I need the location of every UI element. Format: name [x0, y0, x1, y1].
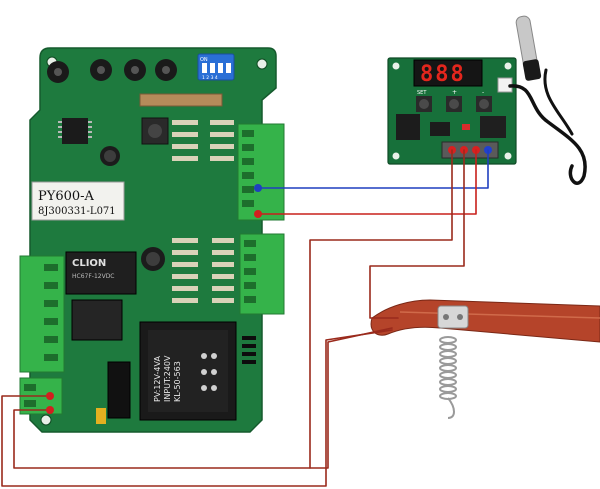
thermostat-relay-2 [480, 116, 506, 138]
heater-element [370, 299, 600, 419]
thermostat-relay [396, 114, 420, 140]
thermostat-led [462, 124, 470, 130]
thermostat-module: 888 SET + - [387, 57, 517, 165]
chip-pins [58, 121, 92, 138]
mounting-hole [40, 414, 52, 426]
heater-strip-edge [399, 311, 600, 319]
yellow-capacitor [96, 408, 106, 424]
fuse [107, 361, 131, 419]
dip-switch-label: ON [200, 57, 208, 63]
thermostat-terminal-block [441, 141, 499, 159]
terminal-marker-power-1 [46, 392, 54, 400]
terminal-marker-power-2 [46, 406, 54, 414]
terminal-block-left [19, 255, 65, 373]
probe-cable-2 [543, 68, 574, 136]
relay-code: HC67F-12VDC [72, 273, 115, 280]
mounting-hole [256, 58, 268, 70]
wire-power-return [13, 409, 311, 469]
resistor-strip [139, 93, 223, 107]
dip-switch-numbers: 1 2 3 4 [202, 75, 218, 81]
wires [1, 149, 489, 487]
heater-bracket [437, 305, 469, 329]
relay-small [71, 299, 123, 341]
thermostat-display-value: 888 [420, 62, 466, 87]
terminal-block-right-upper [237, 123, 285, 221]
terminal-marker-red [254, 210, 262, 218]
relay-brand: CLION [72, 258, 106, 269]
wire-blue-signal [257, 149, 489, 189]
dip-switch: ON 1 2 3 4 [197, 53, 235, 81]
wire-thermostat-to-heater-1 [369, 149, 465, 319]
transformer-line-3: KL-50-563 [173, 361, 182, 402]
model-label-sticker: PY600-A 8J300331-L071 [31, 181, 125, 221]
microcontroller-chip [62, 118, 88, 144]
probe-cable [508, 84, 587, 185]
wire-power-to-heater [1, 329, 393, 487]
wire-red-power [257, 149, 477, 215]
thermostat-display: 888 [413, 59, 483, 87]
transformer: PV:12V-4VA INPUT:240V KL-50-563 [139, 321, 237, 421]
transformer-line-1: PV:12V-4VA [153, 356, 162, 402]
model-label: PY600-A [38, 189, 95, 204]
component-rows [172, 120, 234, 303]
tension-spring [439, 336, 457, 419]
thermostat-button-plus-label: + [452, 89, 457, 96]
terminal-marker-blue [254, 184, 262, 192]
potentiometer-row [47, 59, 177, 83]
probe-sleeve [522, 59, 542, 81]
pin-header [242, 336, 256, 364]
heater-strip [370, 299, 600, 343]
transformer-line-2: INPUT:240V [163, 355, 172, 402]
thermostat-buttons: SET + - [416, 89, 492, 112]
terminal-block-right-lower [239, 233, 285, 315]
relay: CLION HC67F-12VDC [65, 251, 137, 295]
main-control-board: ON 1 2 3 4 [19, 47, 285, 433]
thermostat-chip [430, 122, 450, 136]
temperature-probe [508, 15, 587, 185]
thermostat-button-set-label: SET [417, 90, 427, 96]
serial-label: 8J300331-L071 [38, 206, 116, 217]
thermostat-button-minus-label: - [482, 89, 484, 96]
